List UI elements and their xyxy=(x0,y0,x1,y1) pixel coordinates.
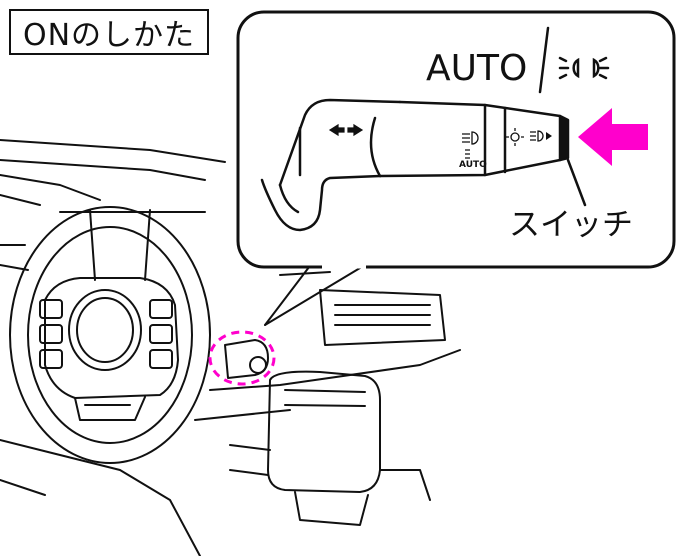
auto-label: AUTO xyxy=(426,48,528,89)
dashboard-vent-line xyxy=(0,174,101,201)
gauge-hood-line-2 xyxy=(144,209,151,281)
turn-right-arrow-icon xyxy=(347,123,364,137)
lever-stem-top xyxy=(278,98,402,187)
high-beam-small-icon xyxy=(462,133,470,143)
floor-line-2 xyxy=(0,479,46,496)
wheel-button-left-1 xyxy=(39,299,63,319)
switch-label: スイッチ xyxy=(509,207,633,243)
page-title: ONのしかた xyxy=(9,9,209,55)
highlight-dashed-circle xyxy=(208,330,276,386)
center-vent-slats xyxy=(334,304,431,326)
steering-wheel-lower-spoke xyxy=(74,396,146,421)
lower-console-right xyxy=(379,469,431,501)
dashboard-mid-line xyxy=(209,349,461,391)
headlight-small-icon xyxy=(530,131,536,141)
lever-base-curve xyxy=(278,183,300,214)
gauge-hood-line-1 xyxy=(89,209,96,281)
dashboard-top-edge xyxy=(0,139,226,163)
auto-slash xyxy=(538,26,550,94)
switch-leader-line xyxy=(566,158,587,207)
center-vent xyxy=(319,289,446,346)
lever-base xyxy=(260,174,382,232)
headlight-small-lamp xyxy=(537,130,544,142)
steering-wheel-center-inner xyxy=(76,297,134,363)
lever-body-curve xyxy=(369,116,382,178)
center-console-detail xyxy=(284,389,366,407)
position-light-small-icon xyxy=(465,149,470,159)
sun-small-rays xyxy=(506,128,524,146)
switch-pointer-arrow xyxy=(578,108,648,166)
indicator-mark-icon xyxy=(546,132,552,140)
dashboard-mid-line-2 xyxy=(194,409,291,421)
lever-body xyxy=(378,100,487,178)
steering-wheel-center-pad xyxy=(68,289,142,371)
dashboard-top-edge-inner xyxy=(0,159,206,181)
steering-wheel-rim xyxy=(9,206,211,464)
wheel-button-right-1 xyxy=(149,299,173,319)
lower-console xyxy=(294,491,369,526)
lower-dash-lines xyxy=(229,444,271,476)
floor-line xyxy=(0,439,201,556)
wheel-button-left-2 xyxy=(39,324,63,344)
steering-wheel-rim-inner xyxy=(27,226,193,444)
wheel-button-right-2 xyxy=(149,324,173,344)
high-beam-small-lamp xyxy=(471,131,479,145)
wheel-button-right-3 xyxy=(149,349,173,369)
sun-small-icon xyxy=(510,132,520,142)
headlight-beam-icon xyxy=(558,56,610,80)
callout-pointer-line-2 xyxy=(264,264,366,326)
turn-left-arrow-icon xyxy=(328,123,345,137)
steering-wheel-hub xyxy=(44,277,179,399)
lever-auto-text: AUTO xyxy=(459,160,487,170)
wheel-button-left-3 xyxy=(39,349,63,369)
column-lever-small xyxy=(224,339,269,379)
lever-switch-ring xyxy=(561,117,569,159)
dashboard-vent-line-2 xyxy=(0,194,41,206)
lever-knob xyxy=(483,103,562,177)
column-lever-small-tip xyxy=(249,356,267,374)
